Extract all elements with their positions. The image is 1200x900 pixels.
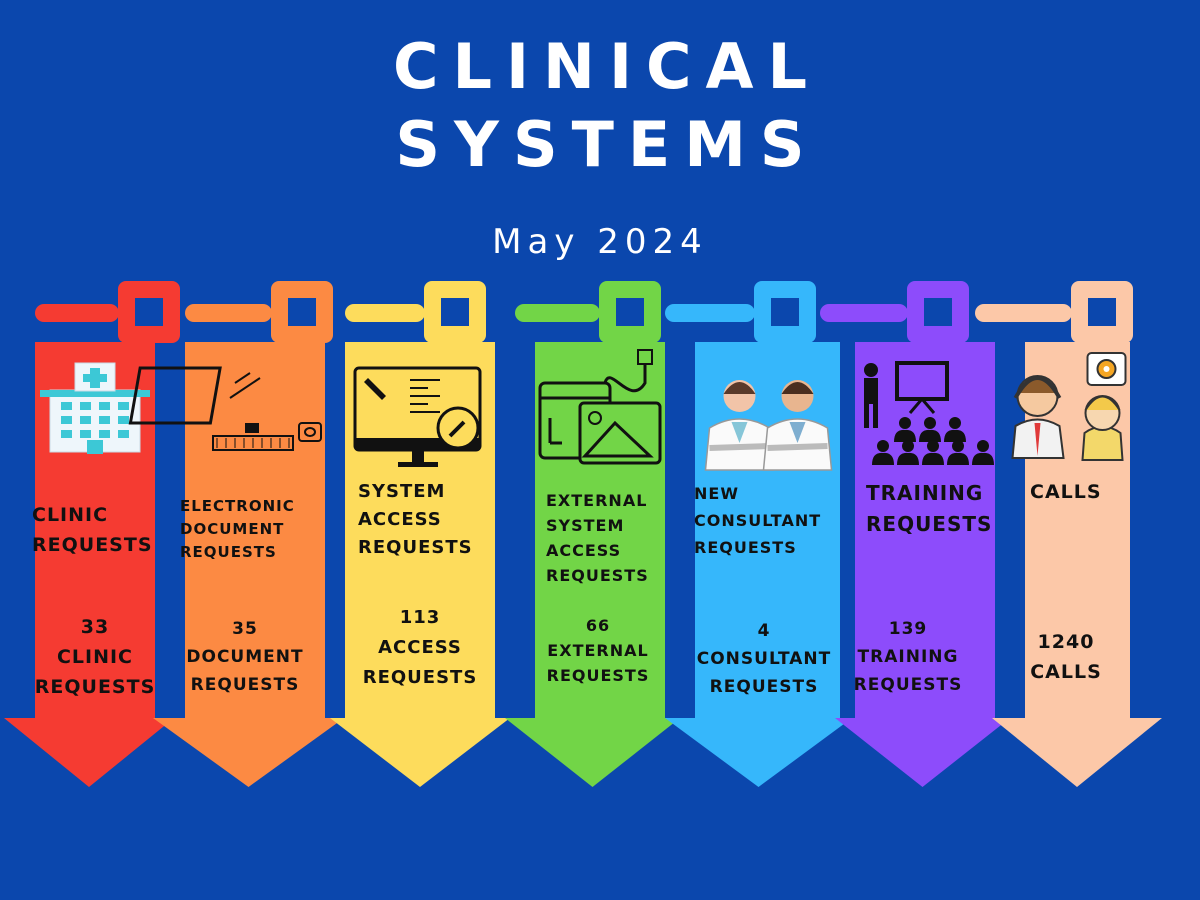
column-training — [820, 281, 1010, 787]
connector-line-access — [345, 304, 425, 322]
connector-line-clinic — [35, 304, 119, 322]
count-calls: 1240 — [1037, 631, 1095, 653]
title-line-2: SYSTEMS — [395, 108, 819, 181]
value-line2-clinic: REQUESTS — [34, 676, 156, 698]
column-external — [505, 281, 680, 787]
count-consultant: 4 — [757, 621, 771, 641]
arrow-head-external — [505, 718, 680, 787]
arrow-head-clinic — [4, 718, 174, 787]
count-document: 35 — [232, 619, 258, 639]
count-access: 113 — [399, 607, 441, 628]
arrow-head-consultant — [665, 718, 852, 787]
value-line1-access: ACCESS — [378, 637, 462, 658]
page-title: CLINICAL SYSTEMS — [0, 28, 1200, 184]
arrow-head-training — [835, 718, 1010, 787]
column-consultant — [665, 281, 852, 787]
value-line1-training: TRAINING — [857, 647, 959, 667]
label-calls: CALLS — [1030, 481, 1102, 503]
column-document — [128, 281, 344, 787]
value-line1-consultant: CONSULTANT — [696, 649, 832, 669]
computer-workstation-icon — [128, 366, 322, 451]
label-document: ELECTRONIC DOCUMENT REQUESTS — [180, 497, 295, 561]
monitor-wrench-icon — [353, 366, 482, 467]
connector-line-training — [820, 304, 908, 322]
training-presentation-icon — [864, 361, 994, 465]
value-line1-calls: CALLS — [1030, 661, 1102, 683]
connector-line-calls — [975, 304, 1072, 322]
label-access: SYSTEM ACCESS REQUESTS — [358, 481, 473, 558]
connector-line-external — [515, 304, 600, 322]
label-external: EXTERNAL SYSTEM ACCESS REQUESTS — [546, 491, 649, 585]
arrow-head-access — [330, 718, 510, 787]
count-clinic: 33 — [80, 616, 110, 638]
connector-node-hole-document — [288, 298, 316, 326]
call-center-icon — [1011, 352, 1127, 461]
hospital-icon — [40, 362, 150, 454]
column-access — [330, 281, 510, 787]
label-consultant: NEW CONSULTANT REQUESTS — [694, 484, 822, 557]
connector-node-hole-external — [616, 298, 644, 326]
value-line1-external: EXTERNAL — [547, 641, 649, 660]
value-line2-document: REQUESTS — [190, 675, 300, 695]
arrow-shaft-document — [185, 342, 325, 720]
doctors-icon — [704, 380, 833, 471]
title-line-1: CLINICAL — [392, 30, 822, 103]
value-line1-clinic: CLINIC — [56, 646, 134, 668]
label-training: TRAINING REQUESTS — [866, 481, 993, 536]
connector-node-hole-access — [441, 298, 469, 326]
label-clinic: CLINIC REQUESTS — [32, 504, 153, 556]
value-line2-training: REQUESTS — [853, 675, 963, 695]
count-training: 139 — [888, 619, 928, 639]
arrow-shaft-training — [855, 342, 995, 720]
connector-line-document — [185, 304, 272, 322]
count-external: 66 — [585, 616, 611, 635]
arrow-head-calls — [992, 718, 1162, 787]
connector-line-consultant — [665, 304, 755, 322]
value-line1-document: DOCUMENT — [186, 647, 304, 667]
arrow-shaft-consultant — [695, 342, 840, 720]
value-line2-consultant: REQUESTS — [709, 677, 819, 697]
connector-node-hole-calls — [1088, 298, 1116, 326]
value-line2-access: REQUESTS — [362, 667, 478, 688]
external-device-icon — [538, 349, 662, 465]
arrow-head-document — [153, 718, 344, 787]
connector-node-hole-consultant — [771, 298, 799, 326]
value-line2-external: REQUESTS — [546, 666, 650, 685]
connector-node-hole-clinic — [135, 298, 163, 326]
page-subtitle: May 2024 — [492, 222, 708, 262]
connector-node-hole-training — [924, 298, 952, 326]
column-calls — [975, 281, 1162, 787]
